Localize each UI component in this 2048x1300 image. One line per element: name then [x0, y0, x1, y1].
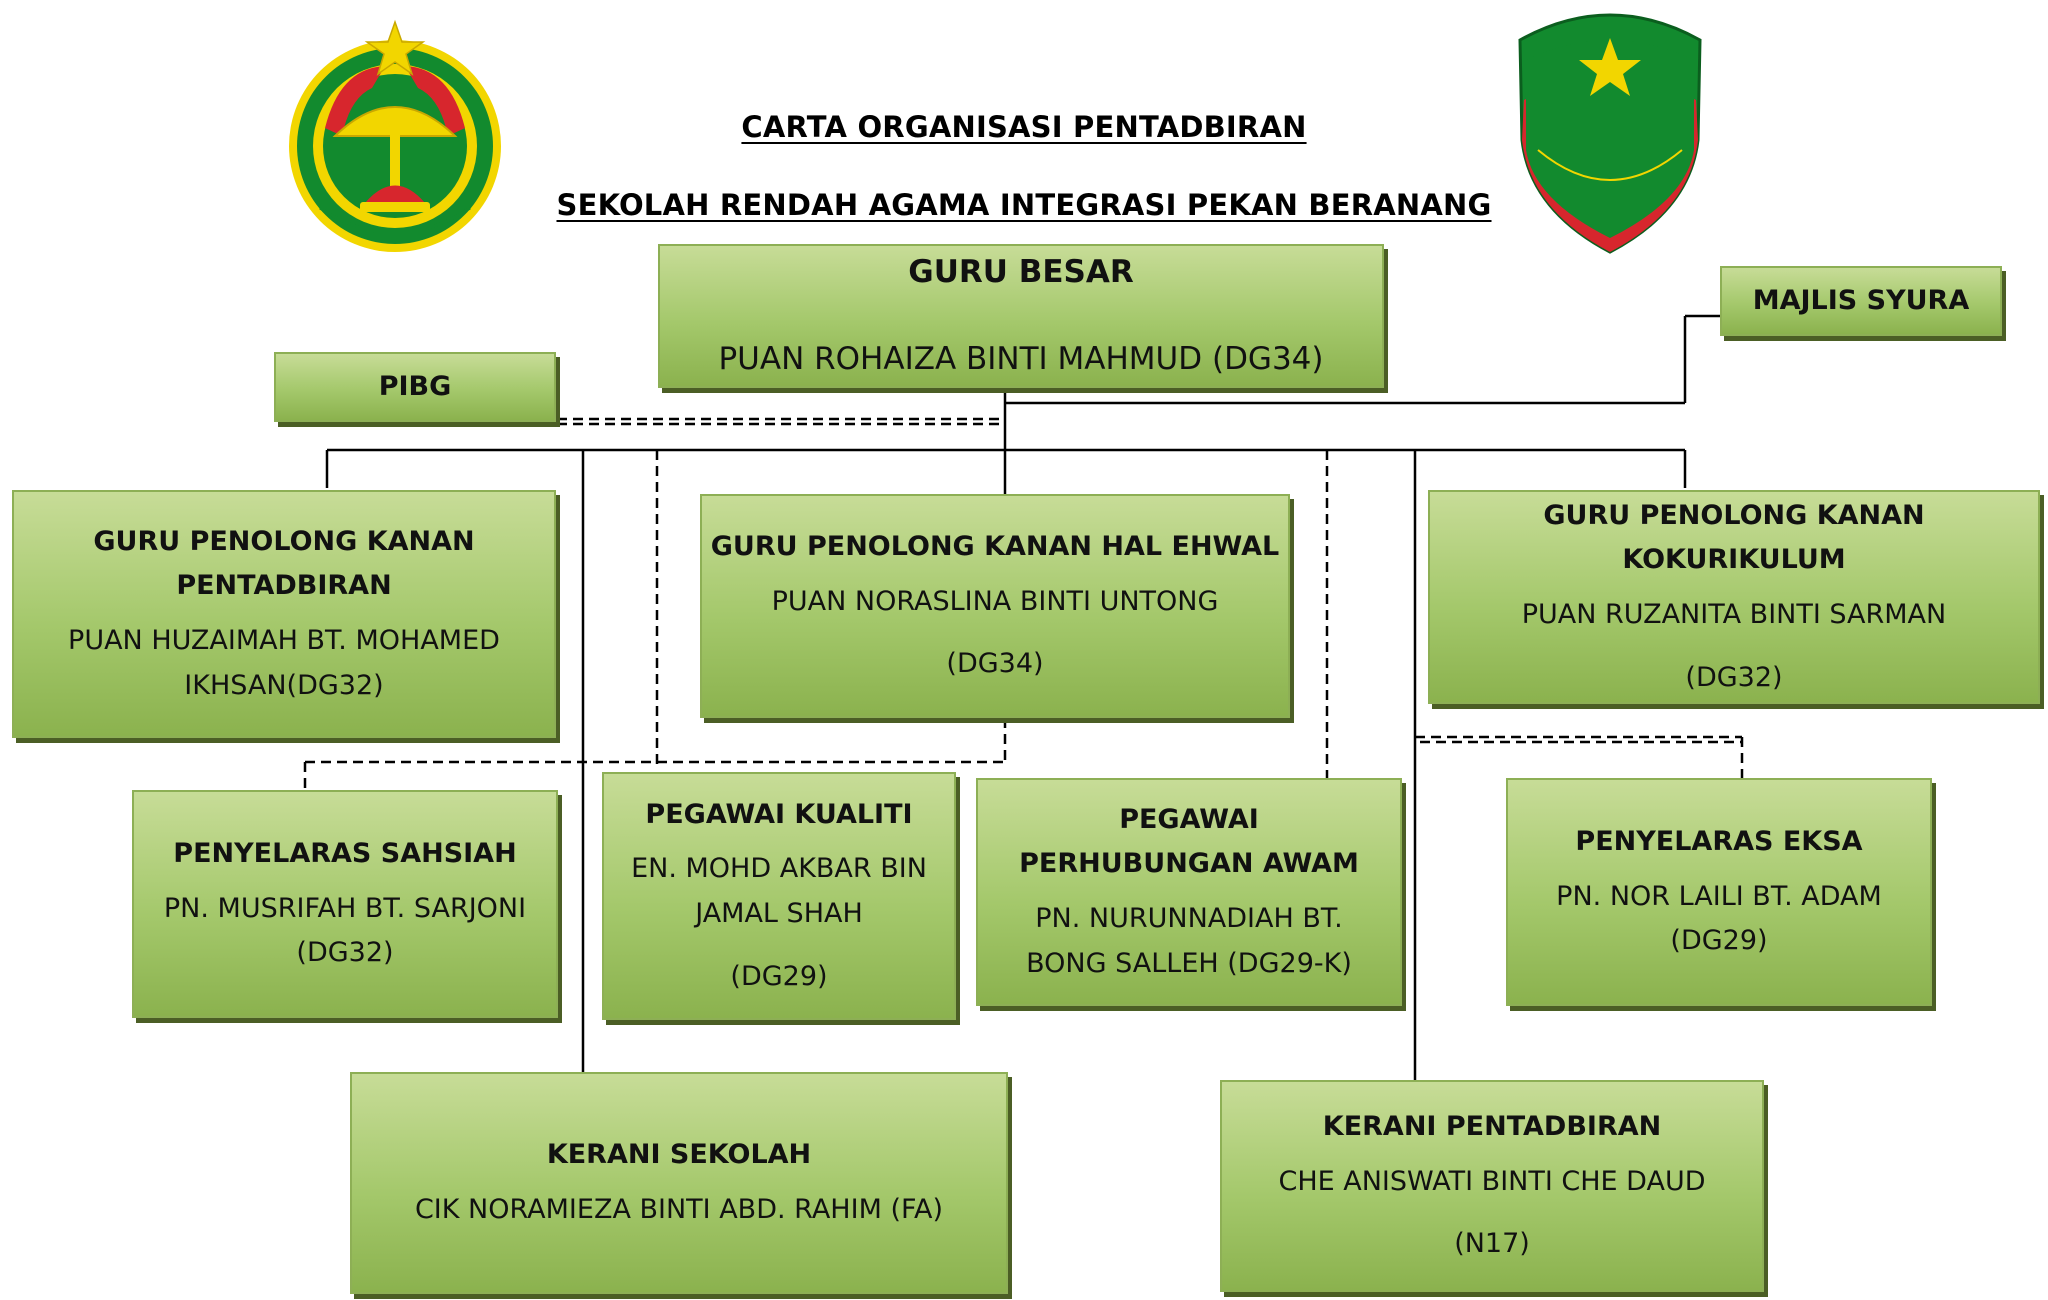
node-pegawai-perhubungan-awam: PEGAWAI PERHUBUNGAN AWAM PN. NURUNNADIAH… — [976, 778, 1402, 1006]
node-person: EN. MOHD AKBAR BIN JAMAL SHAH — [631, 853, 927, 929]
node-person: PN. NURUNNADIAH BT. BONG SALLEH (DG29-K) — [1026, 903, 1352, 979]
node-person: CIK NORAMIEZA BINTI ABD. RAHIM (FA) — [414, 1194, 944, 1225]
node-grade: (N17) — [1454, 1228, 1530, 1260]
node-guru-besar: GURU BESAR PUAN ROHAIZA BINTI MAHMUD (DG… — [658, 244, 1384, 388]
node-grade: (DG34) — [946, 648, 1044, 680]
node-penyelaras-eksa: PENYELARAS EKSA PN. NOR LAILI BT. ADAM (… — [1506, 778, 1932, 1006]
node-person: PN. MUSRIFAH BT. SARJONI (DG32) — [163, 892, 527, 969]
school-name-subtitle: SEKOLAH RENDAH AGAMA INTEGRASI PEKAN BER… — [556, 188, 1492, 222]
node-role: PEGAWAI KUALITI — [645, 798, 913, 830]
node-pegawai-kualiti: PEGAWAI KUALITI EN. MOHD AKBAR BIN JAMAL… — [602, 772, 956, 1020]
node-person: PUAN RUZANITA BINTI SARMAN — [1521, 599, 1947, 630]
node-grade: (DG32) — [1685, 661, 1783, 693]
node-role: GURU PENOLONG KANAN KOKURIKULUM — [1543, 499, 1925, 576]
node-role: MAJLIS SYURA — [1752, 284, 1970, 316]
node-gpk-hal-ehwal: GURU PENOLONG KANAN HAL EHWAL PUAN NORAS… — [700, 494, 1290, 718]
node-person: CHE ANISWATI BINTI CHE DAUD — [1278, 1165, 1706, 1197]
selangor-crest-logo — [289, 19, 501, 252]
node-role: GURU BESAR — [908, 253, 1134, 290]
node-role: KERANI SEKOLAH — [546, 1139, 812, 1171]
node-pibg: PIBG — [274, 352, 556, 422]
node-role: GURU PENOLONG KANAN PENTADBIRAN — [93, 525, 475, 602]
node-role: KERANI PENTADBIRAN — [1322, 1111, 1662, 1143]
node-majlis-syura: MAJLIS SYURA — [1720, 266, 2002, 336]
node-penyelaras-sahsiah: PENYELARAS SAHSIAH PN. MUSRIFAH BT. SARJ… — [132, 790, 558, 1018]
chart-title: CARTA ORGANISASI PENTADBIRAN — [741, 110, 1307, 144]
node-gpk-kokurikulum: GURU PENOLONG KANAN KOKURIKULUM PUAN RUZ… — [1428, 490, 2040, 704]
node-role: PIBG — [378, 370, 452, 402]
node-grade: (DG29) — [730, 960, 828, 992]
node-person: PUAN ROHAIZA BINTI MAHMUD (DG34) — [718, 341, 1324, 377]
node-role: PENYELARAS EKSA — [1575, 826, 1863, 858]
node-person: PUAN NORASLINA BINTI UNTONG — [771, 585, 1219, 617]
node-role: PENYELARAS SAHSIAH — [173, 838, 517, 870]
node-kerani-sekolah: KERANI SEKOLAH CIK NORAMIEZA BINTI ABD. … — [350, 1072, 1008, 1294]
node-role: GURU PENOLONG KANAN HAL EHWAL — [710, 531, 1280, 563]
node-person: PUAN HUZAIMAH BT. MOHAMED IKHSAN(DG32) — [68, 625, 500, 701]
node-kerani-pentadbiran: KERANI PENTADBIRAN CHE ANISWATI BINTI CH… — [1220, 1080, 1764, 1292]
school-shield-crest-logo — [1518, 13, 1702, 254]
node-role: PEGAWAI PERHUBUNGAN AWAM — [1019, 803, 1359, 880]
node-gpk-pentadbiran: GURU PENOLONG KANAN PENTADBIRAN PUAN HUZ… — [12, 490, 556, 738]
node-person: PN. NOR LAILI BT. ADAM (DG29) — [1556, 880, 1882, 957]
